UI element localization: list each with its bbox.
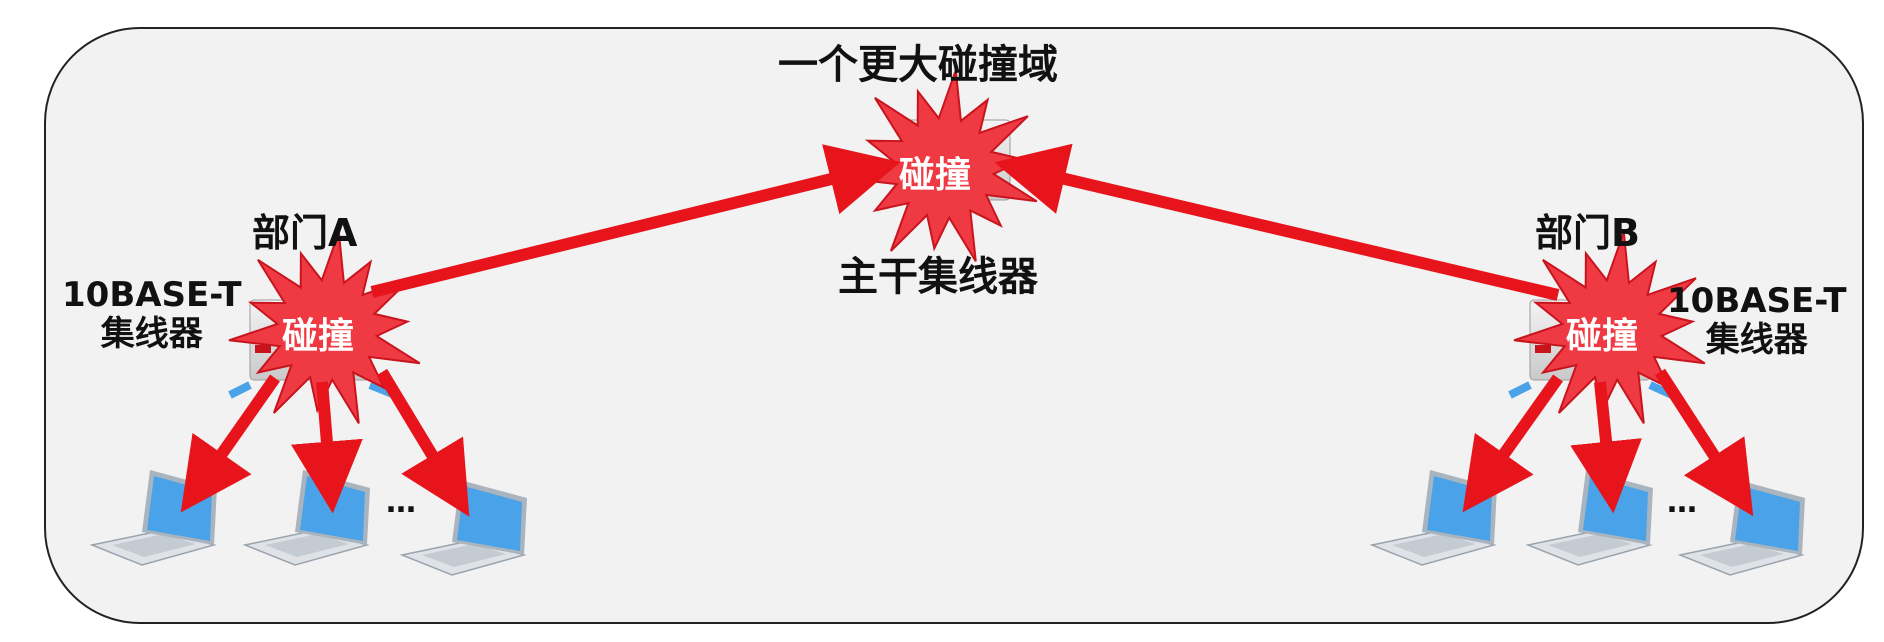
- arrow-b-laptop-2: [1570, 381, 1642, 514]
- hub-a-label-line2: 集线器: [100, 314, 203, 355]
- hub-b-label-line1: 10BASE-T: [1667, 281, 1847, 321]
- collision-burst-hub-a: [228, 231, 421, 424]
- signal-arrows: [180, 143, 1754, 517]
- backbone-hub-label: 主干集线器: [838, 254, 1038, 300]
- arrow-b-laptop-1: [1462, 374, 1563, 513]
- department-b-label: 部门B: [1535, 211, 1640, 255]
- more-laptops-ellipsis-b: …: [1667, 485, 1697, 520]
- hub-a-label: 10BASE-T 集线器: [62, 275, 242, 355]
- hub-b-label: 10BASE-T 集线器: [1667, 281, 1847, 361]
- collision-domain-frame: [44, 27, 1864, 624]
- arrow-a-laptop-1: [180, 374, 280, 513]
- hub-b-label-line2: 集线器: [1705, 320, 1808, 361]
- diagram-title: 一个更大碰撞域: [778, 42, 1058, 88]
- collision-burst-backbone: [845, 69, 1038, 262]
- collision-bursts: [228, 69, 1706, 424]
- more-laptops-ellipsis-a: …: [386, 485, 416, 520]
- arrow-hub-b-to-backbone: [994, 143, 1560, 301]
- arrow-hub-a-to-backbone: [370, 144, 901, 298]
- arrow-a-laptop-3: [376, 368, 470, 517]
- collision-label-hub-a: 碰撞: [282, 316, 355, 357]
- collision-label-backbone: 碰撞: [899, 155, 972, 196]
- hub-a-label-line1: 10BASE-T: [62, 275, 242, 315]
- laptop-a-1: [89, 470, 217, 566]
- arrow-a-laptop-2: [290, 381, 363, 514]
- arrow-b-laptop-3: [1654, 368, 1754, 517]
- laptop-a-3: [399, 480, 527, 576]
- department-a-label: 部门A: [252, 211, 358, 255]
- collision-label-hub-b: 碰撞: [1566, 316, 1639, 357]
